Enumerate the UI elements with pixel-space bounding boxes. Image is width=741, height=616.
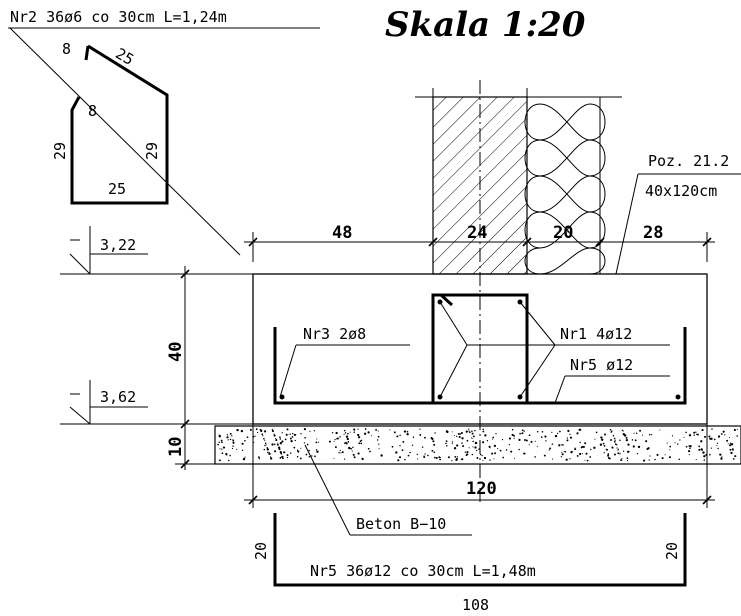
stirrup-dim-hook-b: 8 [88, 102, 97, 120]
dim-24: 24 [467, 223, 487, 243]
nr1-label: Nr1 4ø12 [560, 325, 632, 343]
stirrup-shape [70, 44, 169, 205]
bar-nr5 [527, 327, 687, 405]
stirrup-dim-right: 29 [143, 142, 161, 160]
bar-nr3 [273, 327, 433, 405]
poz-leader [615, 173, 639, 275]
stirrup-dim-bottom: 25 [108, 180, 126, 198]
concrete-stipple [217, 428, 738, 462]
dim-28: 28 [643, 223, 663, 243]
stirrup-dim-hook-a: 8 [62, 40, 71, 58]
dim-120: 120 [466, 479, 497, 499]
nr5-bar-left: 20 [252, 542, 270, 560]
vertical-dimension [175, 266, 253, 470]
dim-20: 20 [553, 223, 573, 243]
nr2-leader [9, 27, 241, 256]
nr5-bar-right: 20 [663, 542, 681, 560]
stirrup-dim-top: 25 [112, 44, 137, 69]
nr3-leader [279, 344, 297, 398]
scale-title: Skala 1:20 [385, 5, 586, 45]
stirrup-hook-section [439, 293, 454, 307]
beton-label: Beton B−10 [356, 515, 446, 533]
nr2-label: Nr2 36ø6 co 30cm L=1,24m [10, 8, 227, 26]
level-bottom-value: 3,62 [100, 388, 136, 406]
nr5-short-label: Nr5 ø12 [570, 356, 633, 374]
level-marker-bottom: 3,62 [60, 380, 215, 425]
bottom-dimension [244, 424, 715, 508]
stirrup-hook [84, 45, 90, 61]
dim-10: 10 [166, 437, 186, 457]
beton-leader [304, 444, 351, 536]
poz-size: 40x120cm [645, 182, 717, 200]
nr3-label: Nr3 2ø8 [303, 325, 366, 343]
nr5-bar-label: Nr5 36ø12 co 30cm L=1,48m [310, 562, 536, 580]
nr5-bar-length: 108 [462, 596, 489, 614]
nr1-leaders [439, 301, 556, 398]
insulation-layer [524, 97, 606, 275]
dim-48: 48 [332, 223, 352, 243]
stirrup-dim-left: 29 [51, 142, 69, 160]
nr5-bar-shape [273, 513, 687, 587]
level-top-value: 3,22 [100, 236, 136, 254]
nr5-leader [554, 375, 566, 404]
poz-label: Poz. 21.2 [648, 152, 729, 170]
dim-40: 40 [166, 342, 186, 362]
